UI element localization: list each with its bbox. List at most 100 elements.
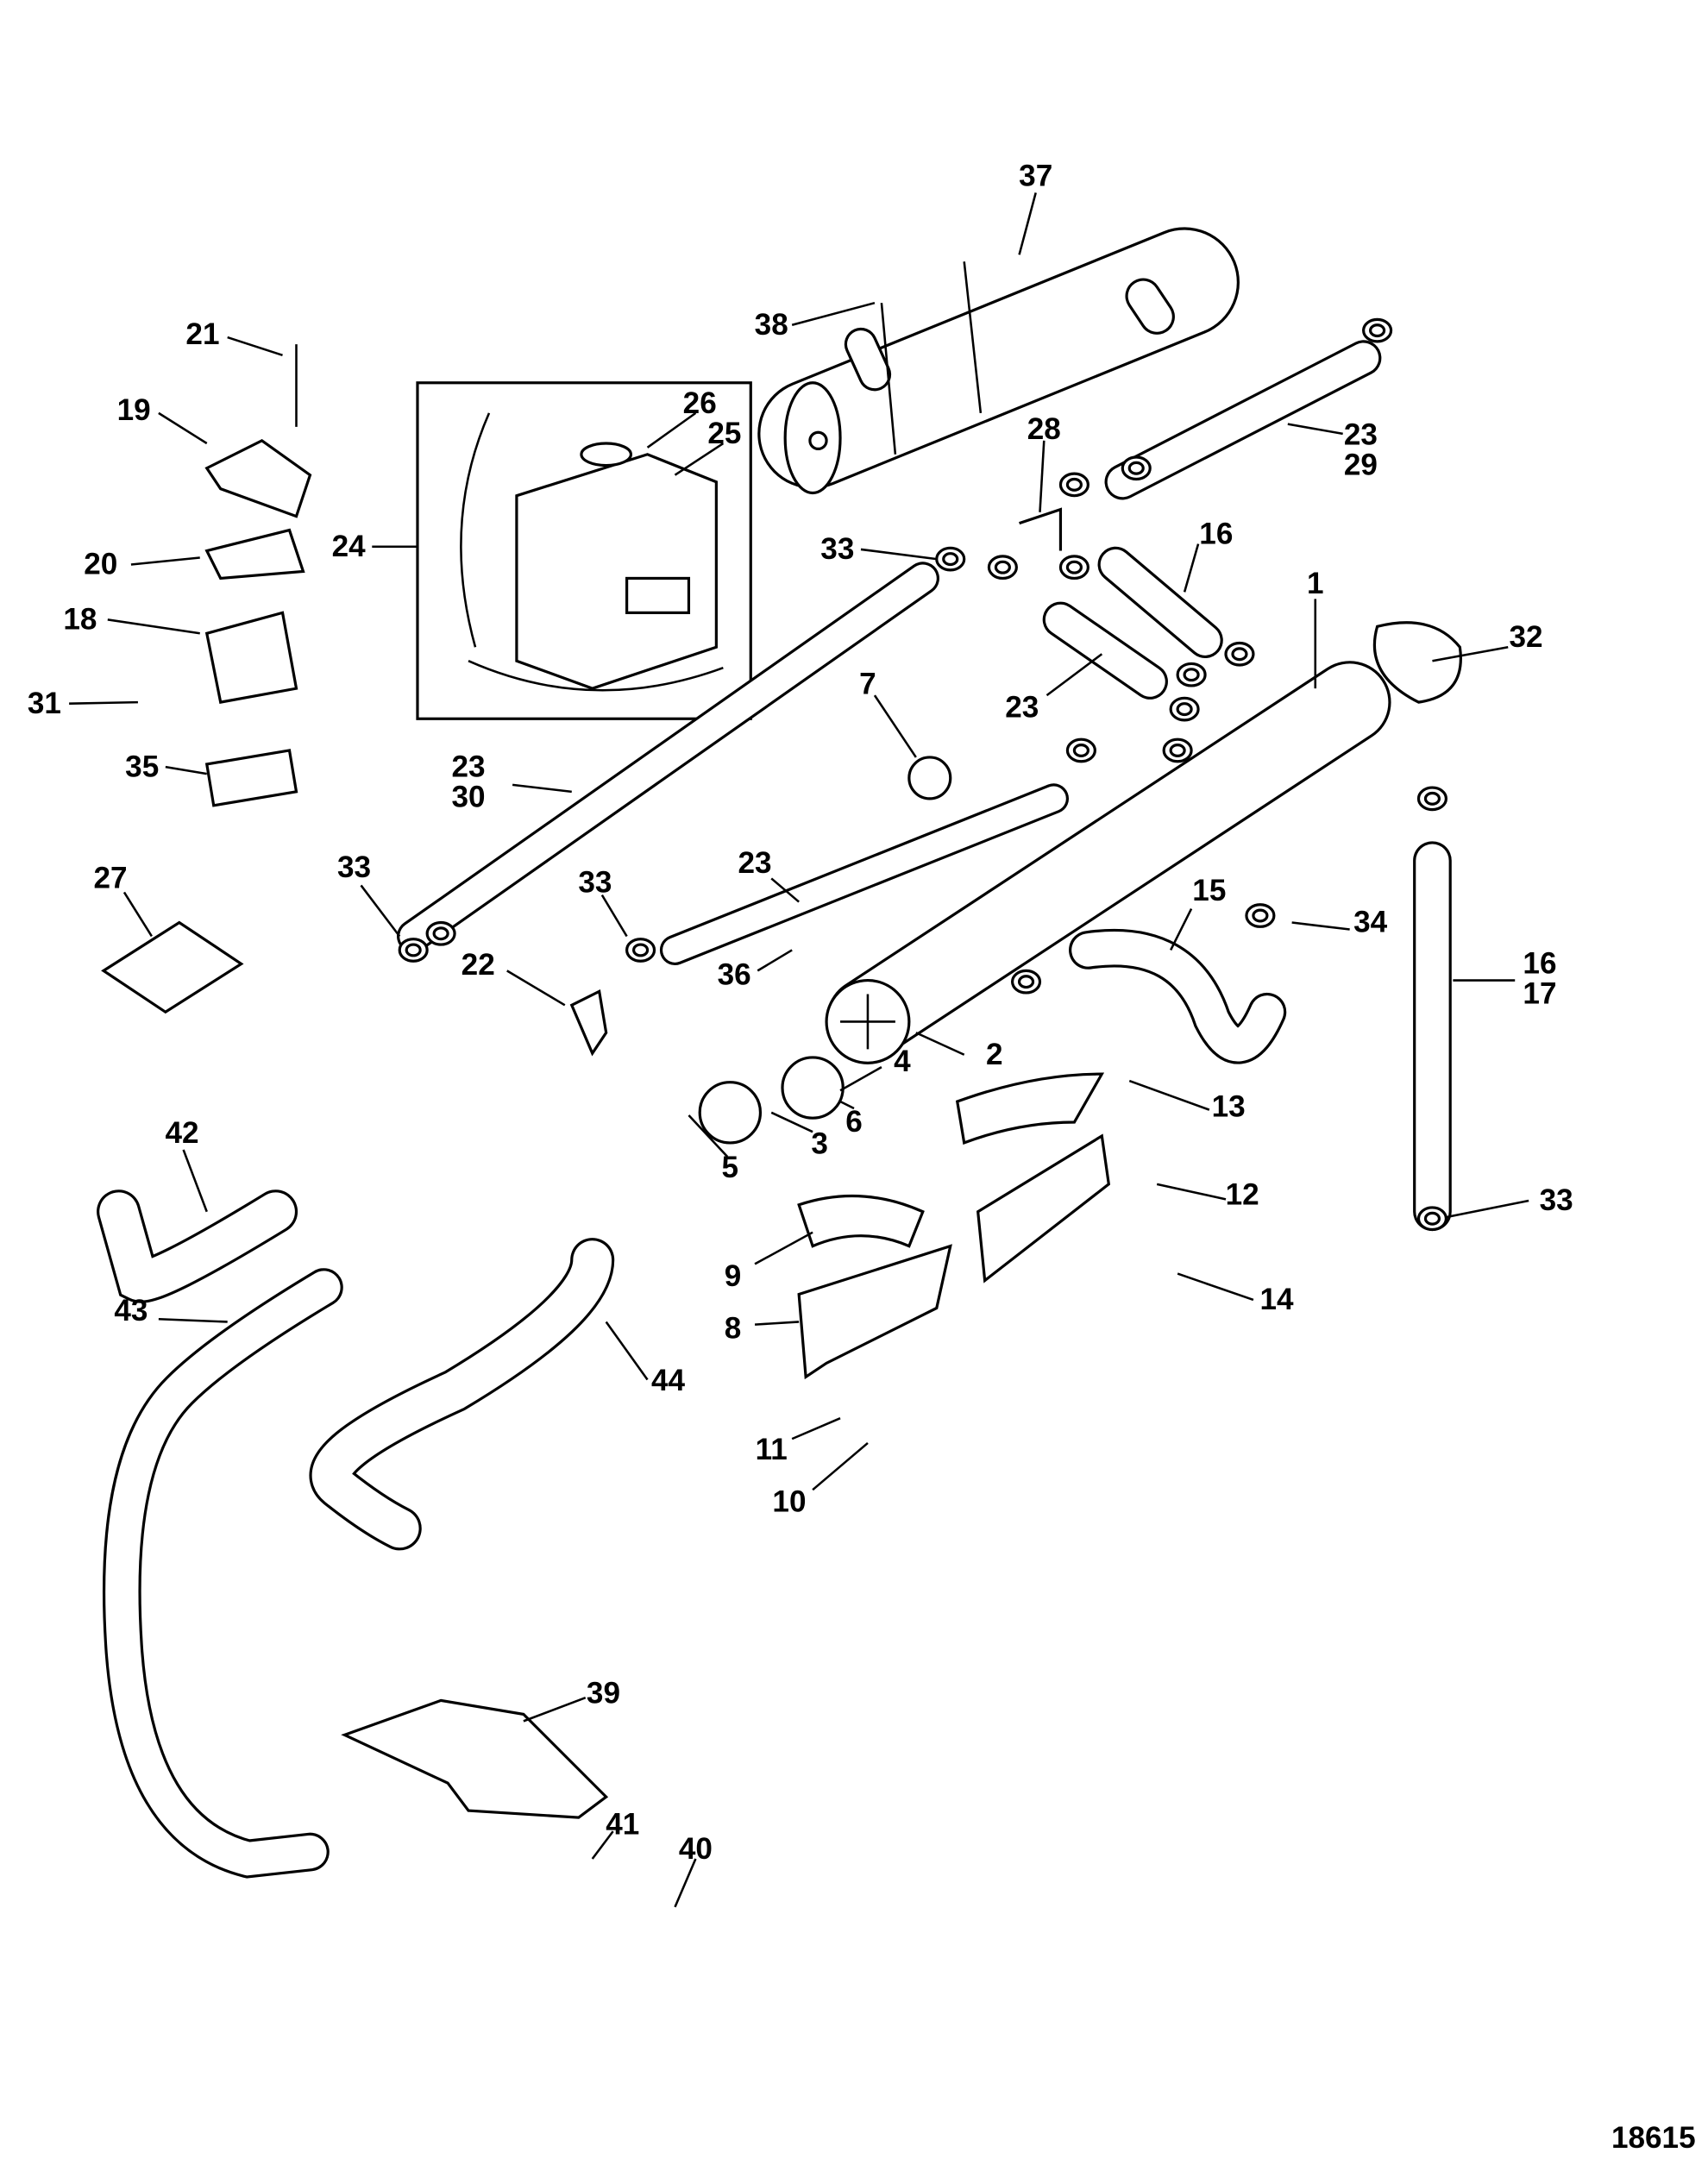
callout-27: 27 bbox=[93, 862, 127, 895]
leader-line bbox=[1128, 1079, 1210, 1111]
callout-16: 16 bbox=[1199, 518, 1233, 551]
heat-exchanger bbox=[826, 661, 1391, 1061]
reservoir-cap bbox=[580, 442, 632, 468]
hose-clamp-hole bbox=[432, 926, 449, 941]
muffler-inlet bbox=[844, 327, 892, 392]
leader-line bbox=[130, 556, 200, 566]
muffler-fitting bbox=[808, 430, 828, 450]
callout-10: 10 bbox=[772, 1485, 806, 1519]
reservoir-hose bbox=[460, 412, 724, 692]
bracket-39 bbox=[341, 1698, 609, 1819]
heat-exchanger-spokes bbox=[840, 994, 895, 1050]
hose-44 bbox=[309, 1238, 615, 1551]
hose-23-short bbox=[1042, 601, 1168, 700]
leader-line bbox=[860, 548, 937, 561]
leader-line bbox=[107, 618, 200, 635]
leader-line bbox=[158, 411, 208, 445]
hose-clamp-hole bbox=[1169, 744, 1186, 757]
hose-15-body bbox=[1071, 932, 1284, 1062]
gasket-20 bbox=[204, 528, 305, 581]
leader-line bbox=[227, 336, 283, 357]
callout-20: 20 bbox=[84, 548, 117, 581]
leader-line bbox=[165, 765, 207, 775]
leader-line bbox=[1039, 440, 1046, 512]
hose-clamp-hole bbox=[1072, 744, 1089, 757]
leader-line bbox=[873, 694, 917, 758]
callout-32: 32 bbox=[1509, 620, 1542, 654]
leader-line bbox=[839, 1066, 882, 1092]
callout-8: 8 bbox=[725, 1312, 742, 1346]
gasket-27 bbox=[101, 920, 244, 1014]
hose-23-29-body bbox=[1107, 342, 1379, 498]
leader-line bbox=[158, 1317, 228, 1323]
leader-line bbox=[791, 1417, 841, 1440]
hose-clamp-hole bbox=[631, 943, 650, 957]
reservoir-tank bbox=[515, 453, 718, 690]
leader-line bbox=[770, 877, 800, 903]
callout-44: 44 bbox=[651, 1364, 686, 1397]
callout-17: 17 bbox=[1523, 977, 1556, 1011]
heat-exchanger-body bbox=[829, 663, 1389, 1058]
leader-line bbox=[122, 891, 153, 938]
clamp-32 bbox=[1372, 621, 1462, 704]
hose-43 bbox=[102, 1268, 343, 1879]
leader-line bbox=[839, 1100, 855, 1110]
hose-clamp-hole bbox=[1065, 477, 1083, 492]
leader-line bbox=[757, 949, 793, 972]
callout-31: 31 bbox=[28, 687, 61, 720]
callout-26: 26 bbox=[683, 386, 717, 420]
cap-7 bbox=[907, 756, 952, 800]
housing-18 bbox=[204, 611, 298, 704]
leader-line bbox=[591, 1830, 614, 1860]
hose-clamp-hole bbox=[1176, 702, 1193, 717]
callout-13: 13 bbox=[1212, 1090, 1246, 1124]
hose-15 bbox=[1069, 928, 1287, 1064]
bracket-12 bbox=[976, 1133, 1111, 1283]
hose-23-30-body bbox=[399, 564, 937, 951]
callout-29: 29 bbox=[1344, 449, 1378, 482]
hose-clamp-hole bbox=[994, 560, 1011, 574]
callout-43: 43 bbox=[114, 1294, 148, 1327]
hose-clamp-hole bbox=[1183, 668, 1200, 682]
leader-line bbox=[600, 894, 628, 938]
callout-12: 12 bbox=[1226, 1178, 1259, 1212]
muffler-outlet bbox=[1125, 278, 1175, 335]
callout-23: 23 bbox=[452, 750, 486, 783]
hose-clamp-hole bbox=[1423, 1211, 1441, 1226]
leader-line bbox=[674, 1858, 697, 1908]
hose-clamp-hole bbox=[1065, 560, 1083, 574]
leader-line bbox=[915, 1032, 965, 1056]
leader-line bbox=[1446, 1199, 1529, 1219]
leader-line bbox=[182, 1149, 208, 1213]
callout-11: 11 bbox=[756, 1433, 788, 1466]
leader-line bbox=[512, 783, 572, 794]
callout-23: 23 bbox=[1005, 691, 1039, 725]
hose-clamp-hole bbox=[1369, 323, 1386, 338]
elbow-22 bbox=[569, 988, 608, 1057]
leader-line bbox=[1046, 653, 1103, 697]
leader-line bbox=[1183, 543, 1200, 593]
callout-41: 41 bbox=[606, 1807, 639, 1841]
hose-16-body bbox=[1100, 549, 1221, 656]
leader-line bbox=[754, 1321, 800, 1326]
saddle-9 bbox=[797, 1194, 925, 1248]
hose-23-body bbox=[662, 786, 1066, 963]
callout-16: 16 bbox=[1523, 947, 1556, 981]
parts-drawing bbox=[97, 227, 1462, 1879]
callout-38: 38 bbox=[755, 308, 788, 342]
callout-2: 2 bbox=[986, 1038, 1003, 1071]
hose-clamp-hole bbox=[942, 552, 959, 567]
leader-line bbox=[69, 700, 138, 705]
hose-clamp-hole bbox=[405, 943, 422, 957]
leader-line bbox=[1156, 1183, 1227, 1201]
hose-23-short-body bbox=[1045, 604, 1165, 697]
leader-line bbox=[791, 301, 876, 326]
callout-24: 24 bbox=[332, 530, 367, 563]
callout-25: 25 bbox=[707, 417, 741, 450]
callout-3: 3 bbox=[811, 1127, 828, 1161]
hose-clamp-hole bbox=[1231, 647, 1248, 662]
leader-line bbox=[1432, 646, 1509, 662]
callout-37: 37 bbox=[1019, 160, 1052, 193]
callout-9: 9 bbox=[725, 1259, 742, 1293]
